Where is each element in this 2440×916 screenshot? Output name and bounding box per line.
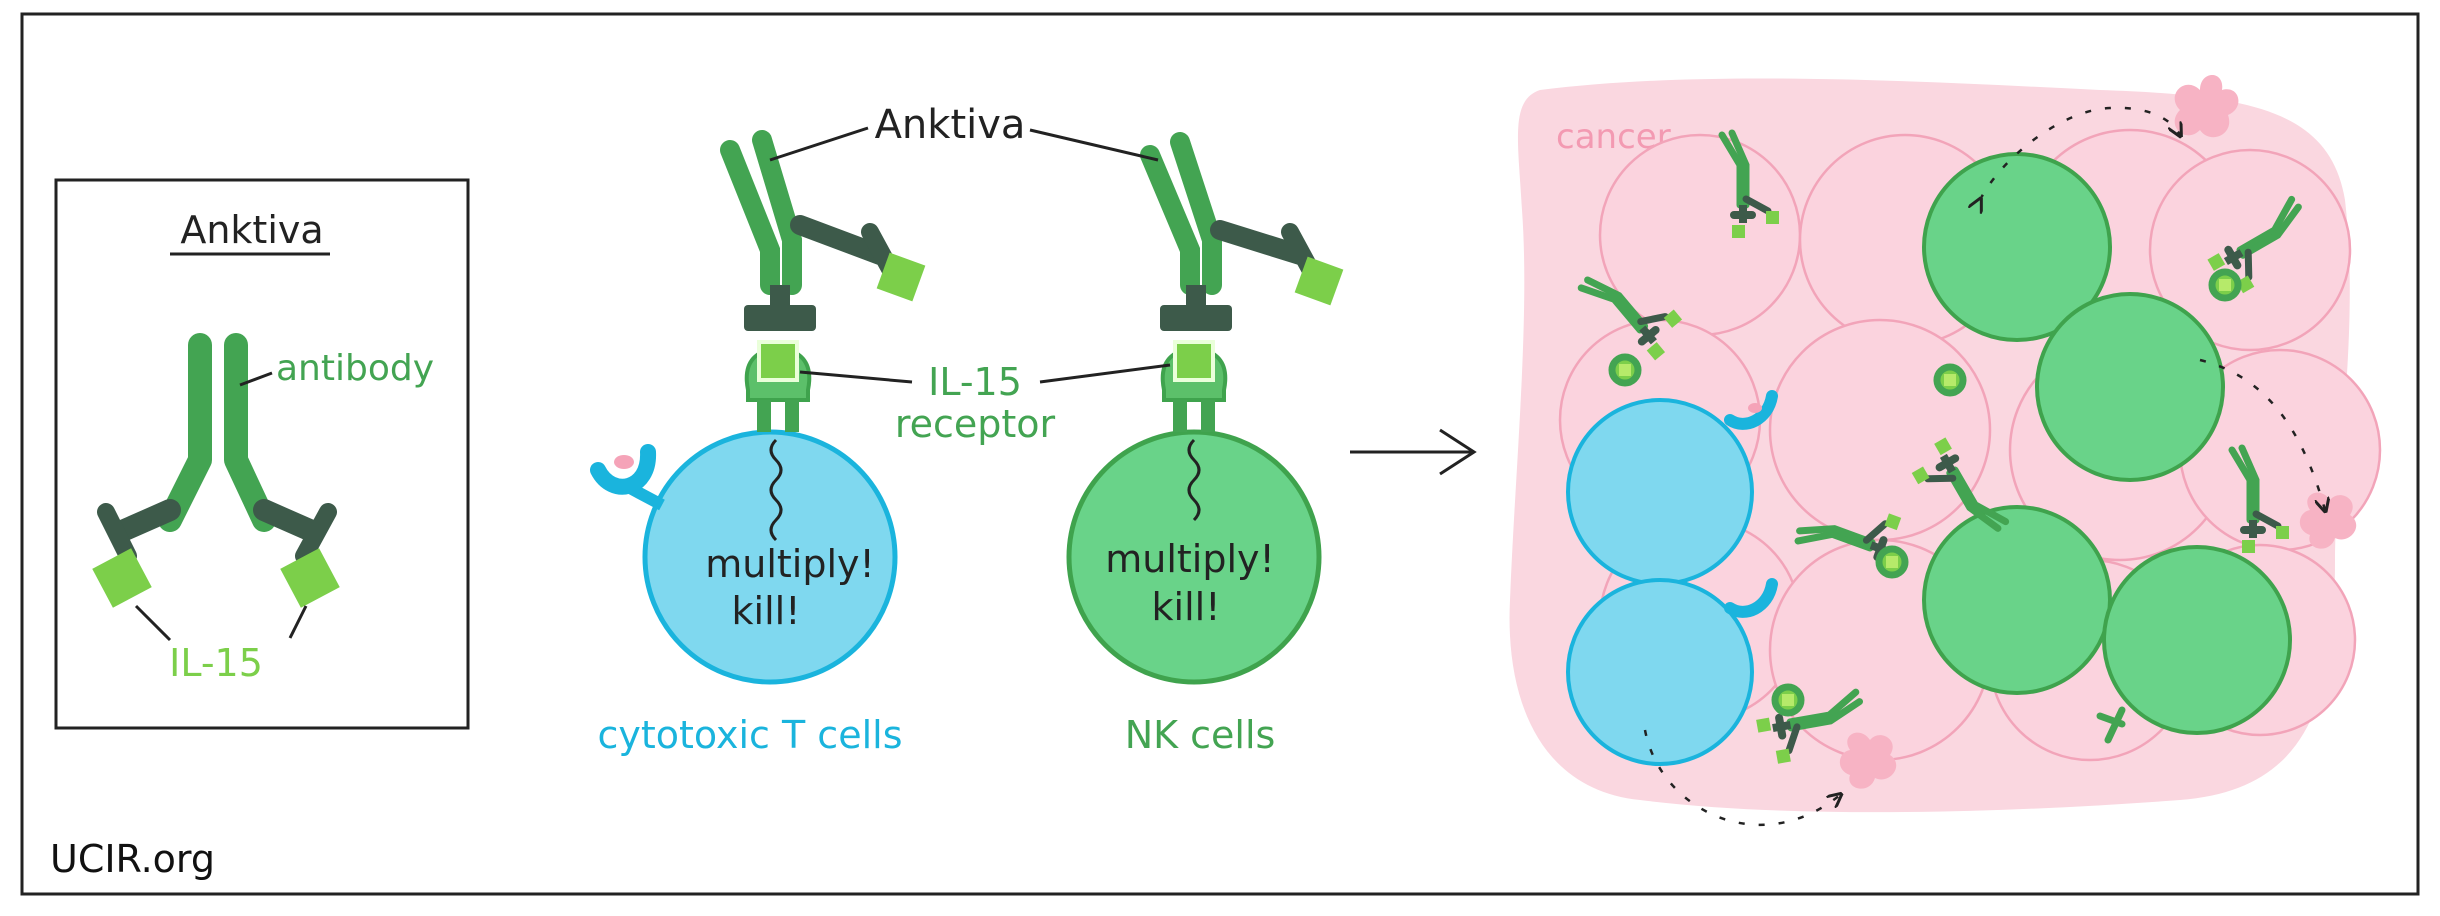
il15-square-icon (876, 252, 926, 302)
antibody-icon (92, 333, 340, 608)
antibody-label: antibody (276, 348, 434, 389)
il15-square-icon (1294, 256, 1344, 306)
dying-cell-fragment (2299, 492, 2357, 549)
il15-square-icon (757, 340, 799, 382)
signal-squiggle-icon (1187, 438, 1201, 522)
right-arrow-icon (1350, 428, 1477, 476)
il15-square-icon (1173, 340, 1215, 382)
anktiva-on-t-cell (720, 130, 926, 331)
kill-trajectory (1980, 106, 2180, 200)
anktiva-definition-box: Anktiva antibody IL-15 (54, 178, 470, 730)
nk-cells-caption: NK cells (1125, 713, 1276, 757)
credit-text: UCIR.org (50, 837, 215, 881)
nk-cell (2035, 292, 2225, 482)
t-cell (1566, 578, 1754, 766)
t-cell-text-line1: multiply! (705, 542, 875, 586)
il15-square-icon (92, 548, 152, 608)
t-cells-caption: cytotoxic T cells (597, 713, 902, 757)
nk-cell-text-line2: kill! (1152, 585, 1221, 629)
t-cell (1566, 398, 1754, 586)
anktiva-label: Anktiva (875, 102, 1026, 148)
anktiva-on-nk-cell (1140, 132, 1344, 331)
receptor-label-line2: receptor (895, 402, 1056, 446)
tcr-icon (590, 444, 665, 511)
dying-cell-fragment (2174, 75, 2239, 138)
mechanism-panel: Anktiva IL-15 receptor multiply! kill! m… (590, 102, 1344, 757)
kill-trajectory (2199, 358, 2325, 510)
nk-cell (2102, 545, 2292, 735)
nk-cell (1922, 505, 2112, 695)
il15-label: IL-15 (169, 641, 263, 685)
t-cell-text-line2: kill! (732, 589, 801, 633)
tumor-panel: cancer (1509, 75, 2382, 827)
box-title: Anktiva (180, 208, 323, 252)
receptor-label-line1: IL-15 (928, 360, 1022, 404)
il15-square-icon (280, 548, 340, 608)
signal-squiggle-icon (769, 438, 783, 542)
nk-cell (1066, 429, 1322, 685)
dying-cell-fragment (1839, 732, 1897, 789)
nk-cell-text-line1: multiply! (1105, 537, 1275, 581)
tcr-icon (1724, 390, 1778, 618)
